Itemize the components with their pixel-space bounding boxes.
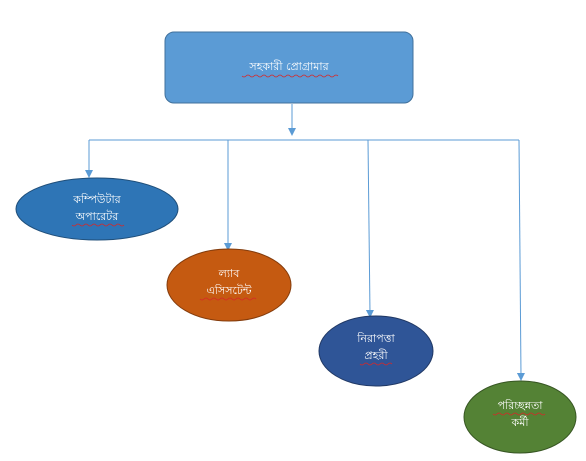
node-security-guard-line-1: নিরাপত্তা <box>356 332 395 345</box>
cleaner-spellcheck-underline <box>492 412 546 416</box>
connectors <box>85 104 525 381</box>
security-guard-spellcheck-underline <box>359 362 393 366</box>
node-lab-assistant-line-2: এসিসটেন্ট <box>206 284 251 297</box>
node-cleaner-shape <box>463 380 577 454</box>
arrow-to-security-guard <box>365 139 374 318</box>
root-node-label: সহকারী প্রোগ্রামার <box>248 60 329 73</box>
node-security-guard: নিরাপত্তা প্রহরী <box>318 315 434 387</box>
node-cleaner-line-1: পরিচ্ছন্নতা <box>498 399 544 412</box>
node-lab-assistant: ল্যাব এসিসটেন্ট <box>166 248 292 322</box>
node-cleaner-line-2: কর্মী <box>511 416 530 429</box>
node-lab-assistant-shape <box>166 248 292 322</box>
root-node-box <box>164 31 414 104</box>
node-computer-operator-line-1: কম্পিউটার <box>72 193 121 206</box>
arrow-to-cleaner <box>516 139 525 381</box>
lab-assistant-spellcheck-underline <box>199 297 257 301</box>
node-computer-operator: কম্পিউটার অপারেটর <box>15 177 179 241</box>
node-computer-operator-line-2: অপারেটর <box>75 210 120 223</box>
node-cleaner: পরিচ্ছন্নতা কর্মী <box>463 380 577 454</box>
root-spellcheck-underline <box>241 74 339 78</box>
node-security-guard-shape <box>318 315 434 387</box>
node-security-guard-line-2: প্রহরী <box>364 349 388 362</box>
root-node: সহকারী প্রোগ্রামার <box>164 31 414 104</box>
computer-operator-spellcheck-underline <box>71 223 125 227</box>
node-lab-assistant-line-1: ল্যাব <box>218 267 241 280</box>
node-computer-operator-shape <box>15 177 179 241</box>
